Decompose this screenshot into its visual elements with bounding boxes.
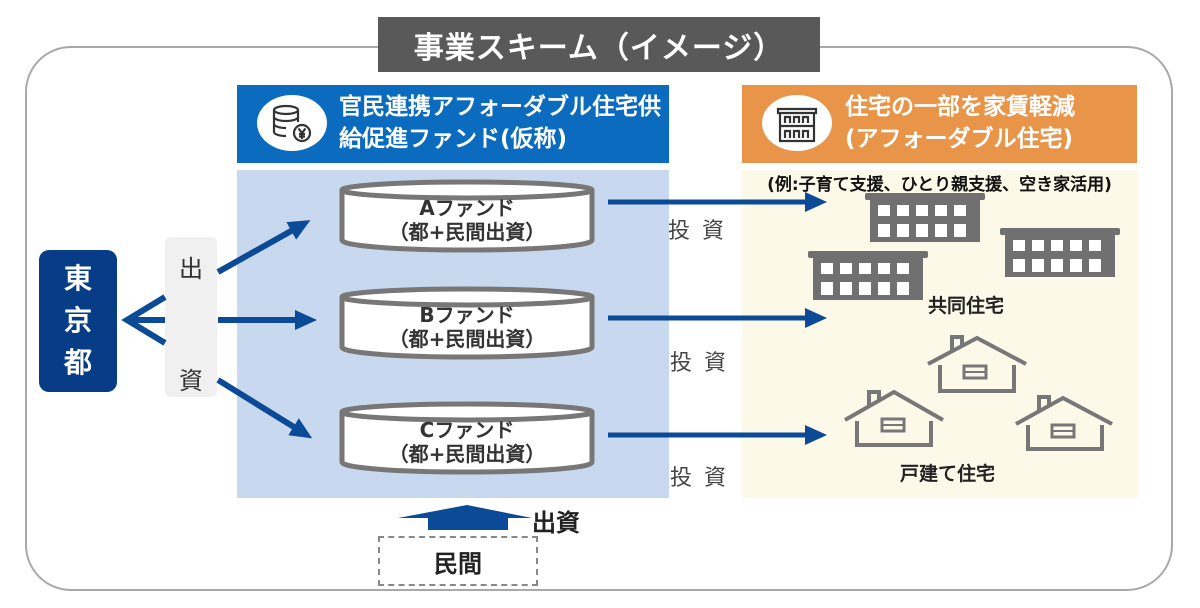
private-investment-arrow: [398, 505, 532, 530]
building-icon: [762, 95, 832, 151]
fund-c-name: Cファンド: [419, 418, 515, 442]
tokyo-char: 京: [63, 304, 92, 337]
house-icon: [1015, 395, 1113, 451]
fund-c-label: Cファンド （都+民間出資）: [342, 418, 592, 466]
example-text: (例:子育て支援、ひとり親支援、空き家活用): [767, 175, 1112, 195]
coins-yen-icon: [257, 95, 327, 151]
tokyo-char: 東: [63, 262, 92, 295]
house-icon: [927, 335, 1027, 393]
housing-header-line2: (アフォーダブル住宅): [845, 126, 1074, 152]
fan-connector: [121, 294, 167, 346]
house-icon: [844, 389, 944, 447]
fund-a-name: Aファンド: [419, 196, 515, 220]
diagram-title: 事業スキーム（イメージ）: [378, 17, 820, 72]
investment-label-bottom: 資: [179, 367, 203, 395]
fund-a-sub: （都+民間出資）: [388, 220, 546, 244]
fund-header-line2: 給促進ファンド(仮称): [339, 126, 568, 152]
housing-header-title: 住宅の一部を家賃軽減 (アフォーダブル住宅): [845, 91, 1075, 155]
housing-header: 住宅の一部を家賃軽減 (アフォーダブル住宅): [742, 85, 1137, 163]
investment-label-top: 出: [179, 255, 203, 283]
arrow-to-fund-c: [216, 377, 313, 439]
fund-header-title: 官民連携アフォーダブル住宅供 給促進ファンド(仮称): [339, 91, 661, 155]
housing-header-line1: 住宅の一部を家賃軽減: [845, 94, 1075, 120]
fund-b-name: Bファンド: [419, 303, 515, 327]
invest-label-c: 投資: [670, 466, 739, 491]
fund-header: 官民連携アフォーダブル住宅供 給促進ファンド(仮称): [237, 85, 669, 163]
fund-header-line1: 官民連携アフォーダブル住宅供: [339, 94, 661, 120]
apartment-label: 共同住宅: [928, 295, 1005, 317]
fund-a-label: Aファンド （都+民間出資）: [342, 196, 592, 244]
invest-label-a: 投資: [668, 219, 737, 244]
fund-b-label: Bファンド （都+民間出資）: [342, 303, 592, 351]
fund-drum-c: [339, 401, 595, 475]
investment-label-box: 出 資: [165, 237, 217, 397]
arrow-to-fund-a: [216, 220, 311, 275]
fund-drum-b: [339, 286, 595, 360]
fund-drum-a: [339, 179, 595, 253]
tokyo-metro-box: 東 京 都: [39, 250, 117, 392]
fund-c-sub: （都+民間出資）: [388, 442, 546, 466]
detached-house-label: 戸建て住宅: [900, 463, 996, 485]
private-sector-box: 民間: [378, 536, 538, 586]
tokyo-char: 都: [63, 346, 92, 379]
private-investment-label: 出資: [532, 509, 580, 537]
invest-label-b: 投資: [670, 351, 739, 376]
fund-b-sub: （都+民間出資）: [388, 327, 546, 351]
